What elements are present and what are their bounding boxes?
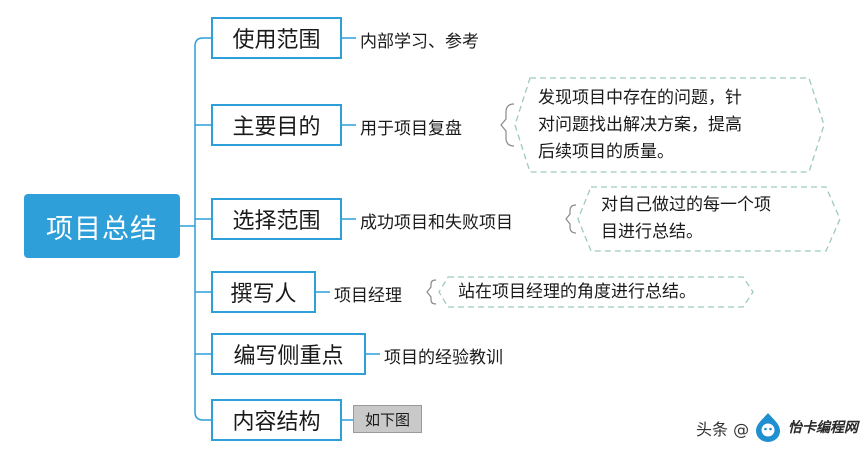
root-node: 项目总结 [24, 194, 180, 258]
detail-selection-scope: 成功项目和失败项目 [360, 213, 513, 233]
note-author: 站在项目经理的角度进行总结。 [438, 276, 754, 308]
see-below-tag: 如下图 [353, 405, 422, 433]
note-line: 站在项目经理的角度进行总结。 [458, 281, 696, 302]
branch-focus: 编写侧重点 [211, 333, 366, 375]
detail-usage-scope: 内部学习、参考 [360, 32, 479, 52]
note-line: 发现项目中存在的问题，针 [538, 87, 742, 108]
branch-content-structure: 内容结构 [211, 399, 342, 441]
branch-main-purpose: 主要目的 [211, 104, 342, 146]
detail-focus: 项目的经验教训 [384, 348, 503, 368]
note-outline [514, 77, 825, 173]
note-selection-scope: 对自己做过的每一个项 目进行总结。 [577, 186, 841, 252]
detail-author: 项目经理 [334, 286, 402, 306]
note-line: 对自己做过的每一个项 [601, 195, 771, 215]
note-line: 后续项目的质量。 [538, 141, 674, 162]
detail-main-purpose: 用于项目复盘 [360, 119, 462, 139]
branch-selection-scope: 选择范围 [211, 198, 342, 240]
note-line: 目进行总结。 [601, 222, 703, 242]
note-line: 对问题找出解决方案，提高 [538, 114, 742, 135]
branch-usage-scope: 使用范围 [211, 17, 342, 59]
watermark-text: 头条 @ [696, 420, 750, 439]
watermark-logo-text: 怡卡编程网 [788, 420, 858, 436]
note-main-purpose: 发现项目中存在的问题，针 对问题找出解决方案，提高 后续项目的质量。 [514, 77, 825, 173]
logo-badge-icon [756, 413, 780, 442]
note-outline [438, 276, 754, 308]
note-outline [577, 186, 841, 252]
branch-author: 撰写人 [211, 271, 316, 313]
